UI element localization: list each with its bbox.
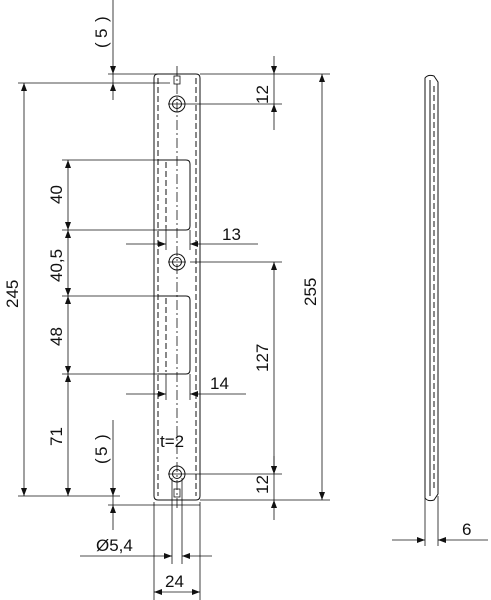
dim-cutout-upper: 40 <box>47 185 66 204</box>
dim-side-thickness: 6 <box>462 520 471 539</box>
dim-hole-bottom: 12 <box>253 475 272 494</box>
dim-cutout-width-upper: 13 <box>222 225 241 244</box>
cutout-lower <box>158 295 191 375</box>
dim-overall-left: 245 <box>3 280 22 308</box>
cutout-upper <box>158 159 191 231</box>
dim-hole-diameter: Ø5,4 <box>96 536 133 555</box>
dim-top-offset-paren-close: ) <box>92 16 111 22</box>
dim-top-offset-paren-open: ( <box>92 42 111 48</box>
hole-top <box>168 95 186 113</box>
dim-top-offset: 5 <box>92 29 111 38</box>
dim-cutout-lower: 48 <box>47 327 66 346</box>
dim-lower-section: 71 <box>47 427 66 446</box>
dim-hole-top: 12 <box>253 85 272 104</box>
dim-thickness-label: t=2 <box>160 432 184 451</box>
dim-bottom-offset-paren-open: ( <box>92 458 111 464</box>
dim-plate-width: 24 <box>165 572 184 591</box>
hole-middle <box>168 253 186 271</box>
dim-gap-between: 40,5 <box>47 249 66 282</box>
dim-bottom-offset-paren-close: ) <box>92 434 111 440</box>
dim-cutout-width-lower: 14 <box>210 374 229 393</box>
dim-hole-spacing: 127 <box>253 344 272 372</box>
dim-overall-right: 255 <box>301 278 320 306</box>
dim-bottom-offset: 5 <box>92 447 111 456</box>
front-view-plate <box>153 66 201 510</box>
dimensions-front: ( 5 ) 245 255 12 12 127 <box>3 0 330 600</box>
hole-bottom <box>168 465 186 483</box>
side-view: 6 <box>392 74 488 546</box>
